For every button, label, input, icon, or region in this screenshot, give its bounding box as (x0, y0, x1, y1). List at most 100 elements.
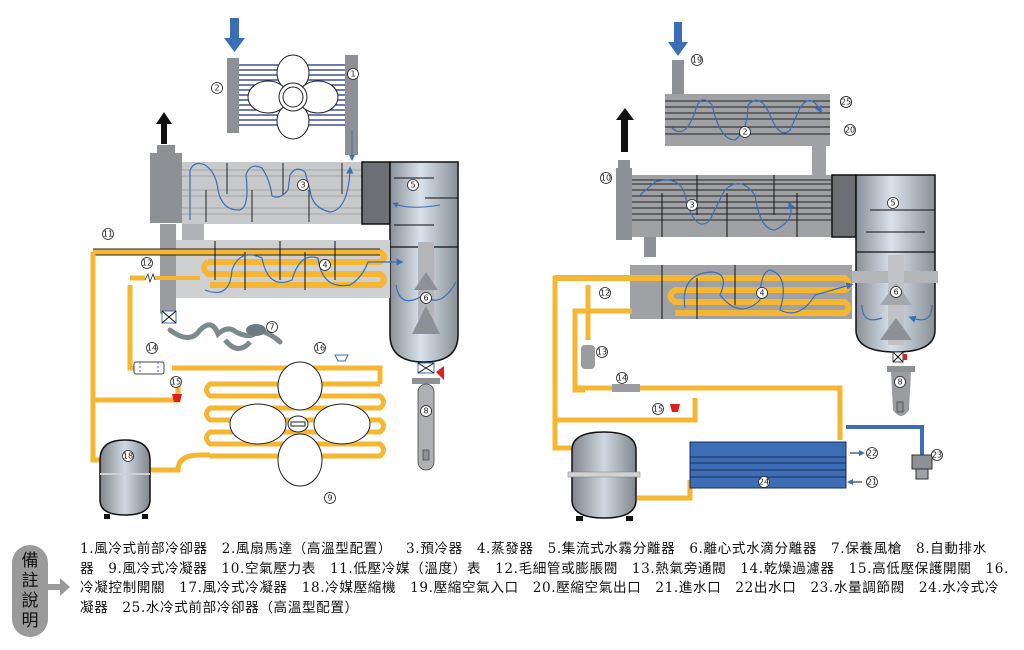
svg-text:5: 5 (410, 181, 415, 190)
bypass-valve-icon (161, 310, 177, 324)
legend-item: 18.冷媒壓縮機 (301, 580, 397, 596)
part-number-19: 19 (691, 54, 703, 66)
svg-text:24: 24 (759, 478, 769, 487)
part-number-15: 15 (170, 376, 182, 388)
evaporator (93, 240, 404, 298)
legend-item: 2.風扇馬達（高溫型配置） (221, 541, 393, 557)
legend-list: 1.風冷式前部冷卻器 2.風扇馬達（高溫型配置） 3.預冷器 4.蒸發器 5.集流式水霧… (80, 540, 1010, 618)
legend-item: 1.風冷式前部冷卻器 (80, 541, 208, 557)
part-number-7: 7 (266, 321, 278, 333)
air-inlet-arrow-icon (224, 18, 245, 52)
water-separator-vessel (389, 161, 459, 363)
part-number-4: 4 (756, 287, 768, 299)
legend-item: 10.空氣壓力表 (221, 560, 316, 577)
bypass-valve (581, 345, 595, 369)
air-outlet-arrow-icon (156, 112, 172, 144)
pressure-switch-icon (670, 404, 680, 412)
svg-text:2: 2 (742, 128, 747, 137)
part-number-10: 10 (600, 172, 612, 184)
pressure-switch-icon (172, 394, 182, 402)
legend-item: 6.離心式水滴分離器 (689, 541, 818, 557)
svg-text:23: 23 (932, 451, 942, 460)
svg-text:7: 7 (269, 323, 274, 332)
fan-icon (247, 54, 339, 140)
legend-item: 15.高低壓保護開關 (848, 560, 972, 577)
legend-item: 14.乾燥過濾器 (740, 560, 835, 577)
svg-text:19: 19 (692, 56, 702, 65)
svg-text:9: 9 (327, 494, 332, 503)
legend-badge-char: 說 (21, 591, 39, 611)
svg-text:6: 6 (893, 288, 898, 297)
svg-text:13: 13 (597, 348, 607, 357)
svg-text:3: 3 (689, 201, 694, 210)
right-system (552, 22, 938, 521)
air-inlet-arrow-icon (668, 22, 688, 56)
dryer-schematic: 1234567891112141516182345681011121314151… (90, 18, 943, 521)
svg-text:2: 2 (214, 84, 219, 93)
part-number-20: 20 (844, 124, 856, 136)
svg-text:15: 15 (653, 405, 663, 414)
svg-text:18: 18 (123, 452, 133, 461)
svg-text:22: 22 (867, 449, 877, 458)
legend-badge-char: 明 (21, 611, 39, 631)
part-number-labels: 1234567891112141516182345681011121314151… (102, 54, 943, 504)
refrigerant-compressor (567, 431, 641, 521)
svg-text:6: 6 (423, 294, 428, 303)
legend-item: 5.集流式水霧分離器 (547, 541, 676, 557)
valve-icon (903, 354, 907, 360)
part-number-5: 5 (887, 197, 899, 209)
legend-item: 9.風冷式冷凝器 (108, 560, 208, 577)
svg-text:11: 11 (103, 230, 113, 239)
legend-item: 23.水量調節閥 (810, 580, 905, 596)
part-number-23: 23 (931, 449, 943, 461)
arrow-right-icon (48, 578, 70, 596)
legend-badge-char: 備 (21, 551, 39, 571)
air-cooled-condenser (204, 361, 386, 487)
part-number-15: 15 (652, 403, 664, 415)
legend-item: 22出水口 (735, 580, 797, 596)
water-flow-arrows (847, 450, 865, 485)
svg-text:14: 14 (147, 344, 157, 353)
air-outlet-arrow-icon (616, 108, 634, 152)
part-number-3: 3 (297, 179, 309, 191)
left-system (90, 18, 459, 519)
precooler (616, 160, 832, 257)
part-number-2: 2 (211, 82, 223, 94)
fan-icon (229, 361, 371, 487)
legend-badge-char: 註 (21, 571, 39, 591)
part-number-14: 14 (616, 372, 628, 384)
legend-item: 7.保養風槍 (831, 541, 902, 557)
svg-text:21: 21 (867, 478, 877, 487)
part-number-13: 13 (596, 346, 608, 358)
legend-item: 13.熱氣旁通閥 (631, 560, 727, 577)
svg-text:12: 12 (600, 289, 610, 298)
svg-text:16: 16 (315, 344, 325, 353)
part-number-6: 6 (890, 286, 902, 298)
part-number-14: 14 (146, 342, 158, 354)
legend-item: 12.毛細管或膨脹閥 (495, 560, 618, 577)
condenser-control-switch-icon (334, 354, 349, 362)
air-gun-hose-icon (167, 322, 283, 351)
refrigerant-compressor (99, 439, 151, 519)
legend-item: 8.自動排水器 (80, 541, 987, 577)
part-number-8: 8 (420, 405, 432, 417)
legend-item: 3.預冷器 (406, 541, 463, 557)
legend-item: 4.蒸發器 (476, 541, 534, 557)
evaporator (555, 265, 854, 319)
water-separator-vessel (852, 174, 938, 353)
separator-inlet-block (831, 174, 857, 238)
legend-badge: 備 註 說 明 (12, 545, 48, 637)
svg-text:5: 5 (890, 199, 895, 208)
part-number-3: 3 (686, 199, 698, 211)
part-number-12: 12 (599, 287, 611, 299)
part-number-22: 22 (866, 447, 878, 459)
legend-item: 24.水冷式冷凝器 (80, 580, 1000, 616)
part-number-16: 16 (314, 342, 326, 354)
part-number-4: 4 (319, 259, 331, 271)
part-number-6: 6 (420, 292, 432, 304)
svg-text:4: 4 (322, 261, 327, 270)
part-number-21: 21 (866, 476, 878, 488)
svg-text:14: 14 (617, 374, 627, 383)
svg-text:8: 8 (897, 378, 902, 387)
svg-text:25: 25 (841, 98, 851, 107)
